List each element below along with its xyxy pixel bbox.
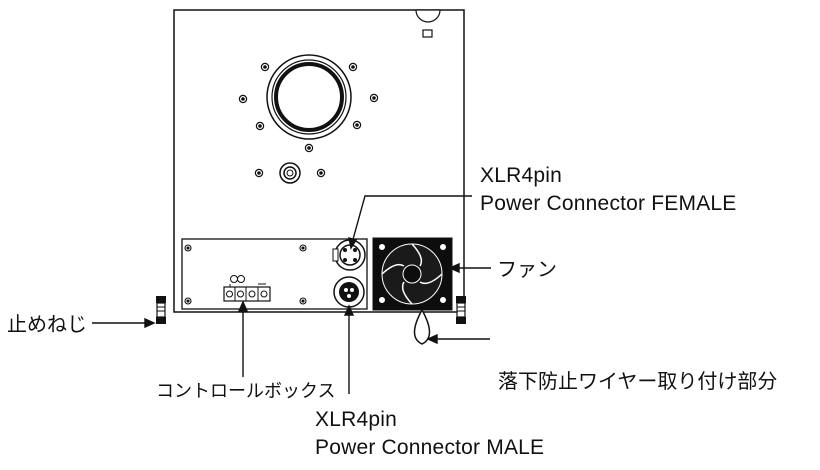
top-tab [415,9,441,38]
lens-ring [266,54,352,140]
center-knob [279,162,301,184]
set-screw-label: 止めねじ [7,312,87,336]
knob-screws [254,168,326,178]
lens-screws [238,62,379,153]
xlr-female-desc-label: Power Connector FEMALE [480,192,737,215]
terminal-block [223,275,271,302]
xlr-female-connector [332,239,366,271]
fan-label: ファン [497,257,557,281]
safety-wire-label: 落下防止ワイヤー取り付け部分 [498,369,778,393]
control-box-label: コントロールボックス [156,381,336,402]
set-screw-right [456,296,466,324]
xlr-male-connector [333,276,365,308]
fan-unit [372,237,453,311]
xlr-male-name-label: XLR4pin [315,408,397,431]
control-box-screws [184,244,307,305]
xlr-female-name-label: XLR4pin [480,164,562,187]
xlr-male-desc-label: Power Connector MALE [315,436,545,459]
leader-lines [92,195,491,394]
safety-wire-loop [413,308,431,345]
set-screw-left [156,296,166,324]
